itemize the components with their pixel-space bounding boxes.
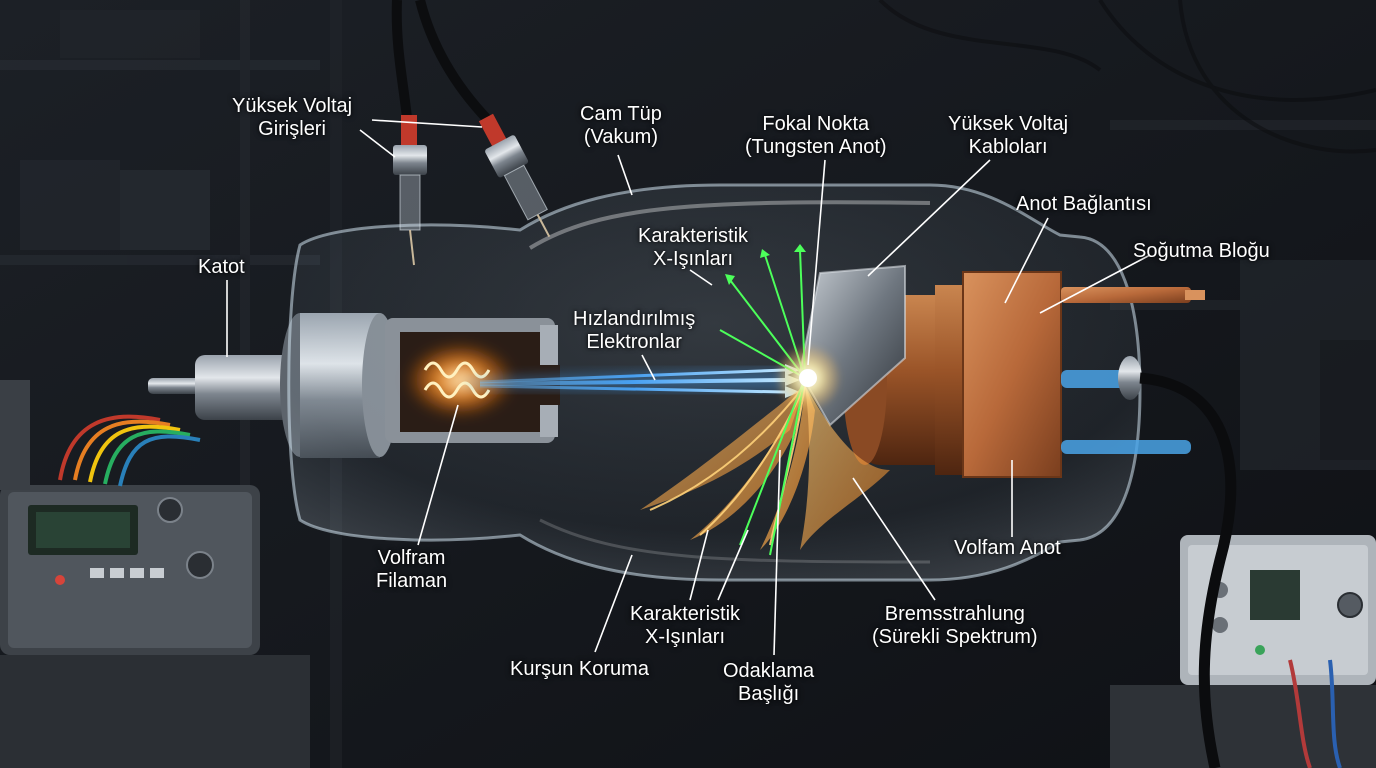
- label-line: Hızlandırılmış: [573, 308, 696, 330]
- label-line: Odaklama: [723, 660, 815, 682]
- label-line: Fokal Nokta: [762, 113, 870, 135]
- label-line: Kabloları: [968, 136, 1048, 158]
- control-console-left: [0, 485, 310, 768]
- label-line: X-Işınları: [645, 626, 726, 648]
- xray-arrowheads: [725, 244, 806, 285]
- leader-lines: [226, 119, 1151, 656]
- label-hizlandirilmis-elektronlar: Hızlandırılmış Elektronlar: [573, 308, 695, 354]
- label-line: Yüksek Voltaj: [948, 113, 1069, 135]
- label-line: Bremsstrahlung: [884, 603, 1025, 625]
- label-anot-baglantisi: Anot Bağlantısı: [1016, 193, 1152, 216]
- hv-cable-anode: [1139, 372, 1237, 768]
- label-line: (Sürekli Spektrum): [872, 626, 1038, 648]
- side-panel: [0, 380, 30, 490]
- label-karakteristik-alt: Karakteristik X-Işınları: [630, 603, 740, 649]
- label-volfram-filaman: Volfram Filaman: [376, 547, 447, 593]
- label-kursun-koruma: Kurşun Koruma: [510, 658, 649, 681]
- label-line: Girişleri: [258, 118, 326, 140]
- cable-gland: [1118, 356, 1142, 400]
- label-line: Başlığı: [738, 683, 800, 705]
- label-line: (Vakum): [583, 126, 658, 148]
- label-katot: Katot: [198, 256, 245, 279]
- label-odaklama-basligi: Odaklama Başlığı: [723, 660, 814, 706]
- label-line: (Tungsten Anot): [745, 136, 887, 158]
- label-line: Yüksek Voltaj: [232, 95, 353, 117]
- cooling-block: [962, 271, 1062, 478]
- label-karakteristik-ust: Karakteristik X-Işınları: [638, 225, 748, 271]
- colored-wires: [58, 414, 201, 487]
- electron-beam: [470, 364, 800, 398]
- focal-spot-core: [799, 369, 817, 387]
- label-line: X-Işınları: [653, 248, 734, 270]
- filament-glow: [405, 342, 515, 418]
- background-cables: [878, 0, 1376, 154]
- label-line: Volfram: [377, 547, 446, 569]
- tungsten-filament: [423, 361, 491, 399]
- label-volfam-anot: Volfam Anot: [954, 537, 1061, 560]
- label-line: Soğutma Bloğu: [1133, 240, 1270, 262]
- label-line: Cam Tüp: [580, 103, 662, 125]
- coolant-pipe-top: [1061, 370, 1131, 388]
- label-line: Kurşun Koruma: [510, 658, 649, 680]
- label-line: Karakteristik: [630, 603, 741, 625]
- hv-input-left: [393, 115, 427, 266]
- cathode-housing: [195, 355, 295, 420]
- label-line: Katot: [198, 256, 245, 278]
- label-sogutma-blogu: Soğutma Bloğu: [1133, 240, 1270, 263]
- label-yuksek-voltaj-girisleri: Yüksek Voltaj Girişleri: [232, 95, 352, 141]
- label-bremsstrahlung: Bremsstrahlung (Sürekli Spektrum): [872, 603, 1038, 649]
- label-line: Volfam Anot: [954, 537, 1061, 559]
- label-line: Anot Bağlantısı: [1016, 193, 1152, 215]
- label-line: Elektronlar: [586, 331, 682, 353]
- oscilloscope-right: [1110, 535, 1376, 768]
- label-yuksek-voltaj-kablolari: Yüksek Voltaj Kabloları: [948, 113, 1068, 159]
- coolant-pipe-bottom: [1061, 440, 1191, 454]
- label-line: Filaman: [376, 570, 448, 592]
- hv-input-right: [478, 113, 551, 238]
- label-line: Karakteristik: [638, 225, 749, 247]
- label-cam-tup: Cam Tüp (Vakum): [580, 103, 662, 149]
- cathode-shaft: [148, 378, 208, 394]
- hv-cable-right: [415, 0, 492, 124]
- anode-connection-rod: [1061, 287, 1191, 303]
- label-fokal-nokta: Fokal Nokta (Tungsten Anot): [745, 113, 887, 159]
